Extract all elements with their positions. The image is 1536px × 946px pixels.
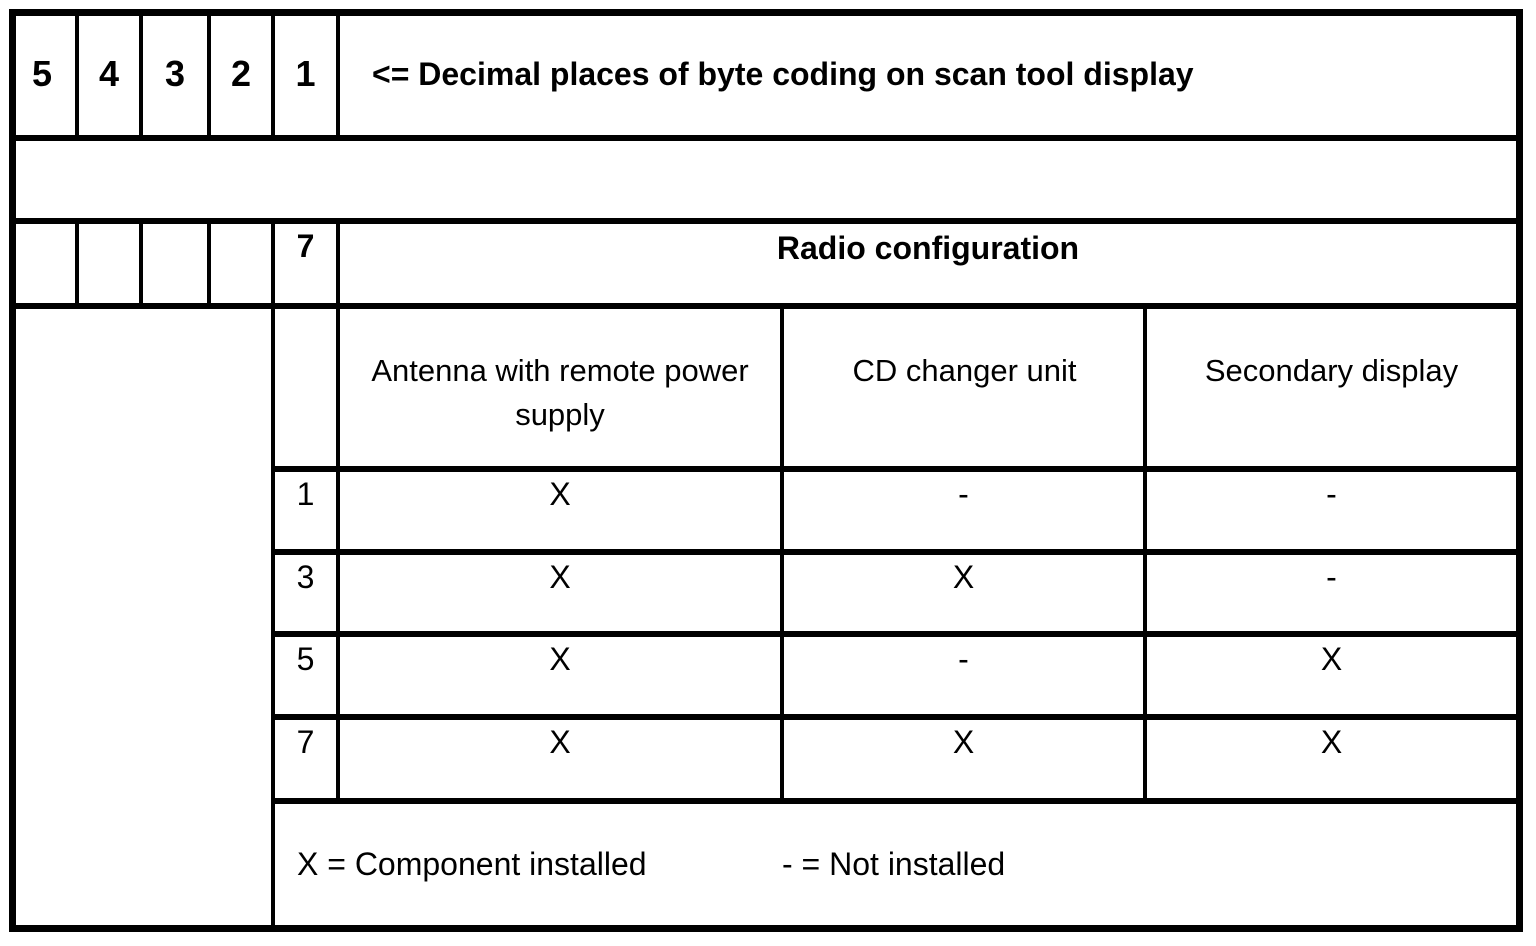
- column-header-cd-changer: CD changer unit: [852, 353, 1077, 388]
- h-divider-below-title-row: [9, 135, 1523, 141]
- byte-coding-note: <= Decimal places of byte coding on scan…: [372, 55, 1194, 92]
- v-divider: [336, 9, 340, 135]
- row-code: 3: [296, 559, 315, 595]
- matrix-cell-secondary-display: -: [1326, 476, 1337, 512]
- matrix-cell-secondary-display: X: [1320, 641, 1343, 677]
- h-divider-below-row-1: [271, 549, 1523, 555]
- matrix-cell-secondary-display: -: [1326, 559, 1337, 595]
- v-divider-cd-secondary: [1143, 303, 1147, 804]
- legend-installed: X = Component installed: [297, 846, 647, 882]
- v-divider: [207, 9, 211, 135]
- table-border-left: [9, 9, 16, 932]
- matrix-cell-cd-changer: -: [958, 476, 969, 512]
- v-divider: [139, 9, 143, 135]
- byte-position-4: 4: [98, 53, 120, 94]
- row-code: 5: [296, 641, 315, 677]
- byte-position-1: 1: [295, 53, 316, 94]
- matrix-cell-antenna: X: [549, 724, 571, 760]
- v-divider: [75, 9, 79, 135]
- matrix-cell-antenna: X: [549, 641, 571, 677]
- matrix-cell-cd-changer: X: [952, 559, 975, 595]
- byte-position-5: 5: [31, 53, 53, 94]
- v-divider: [75, 218, 79, 309]
- matrix-cell-secondary-display: X: [1320, 724, 1343, 760]
- v-divider: [271, 9, 275, 135]
- table-border-bottom: [9, 925, 1523, 932]
- v-divider: [207, 218, 211, 309]
- h-divider-below-radio-row: [9, 303, 1523, 309]
- byte-position-3: 3: [164, 53, 186, 94]
- matrix-cell-antenna: X: [549, 476, 571, 512]
- v-divider-code-column: [336, 218, 340, 804]
- v-divider: [139, 218, 143, 309]
- h-divider-below-row-3: [271, 631, 1523, 637]
- h-divider-below-row-5: [271, 714, 1523, 720]
- h-divider-below-row-7: [271, 798, 1523, 804]
- radio-configuration-title: Radio configuration: [776, 230, 1080, 266]
- matrix-cell-cd-changer: X: [952, 724, 975, 760]
- legend-not-installed: - = Not installed: [782, 846, 1006, 882]
- row-code: 1: [296, 476, 315, 512]
- radio-byte-value: 7: [296, 228, 315, 264]
- matrix-cell-cd-changer: -: [958, 641, 969, 677]
- column-header-secondary-display: Secondary display: [1204, 353, 1459, 388]
- matrix-cell-antenna: X: [549, 559, 571, 595]
- h-divider-below-spacer-row: [9, 218, 1523, 224]
- table-border-top: [9, 9, 1523, 16]
- h-divider-below-column-headers: [271, 466, 1523, 472]
- column-header-antenna: Antenna with remote power supply: [371, 353, 749, 432]
- row-code: 7: [296, 724, 315, 760]
- v-divider-left-block: [271, 218, 275, 925]
- v-divider-antenna-cd: [780, 303, 784, 804]
- byte-position-2: 2: [230, 53, 252, 94]
